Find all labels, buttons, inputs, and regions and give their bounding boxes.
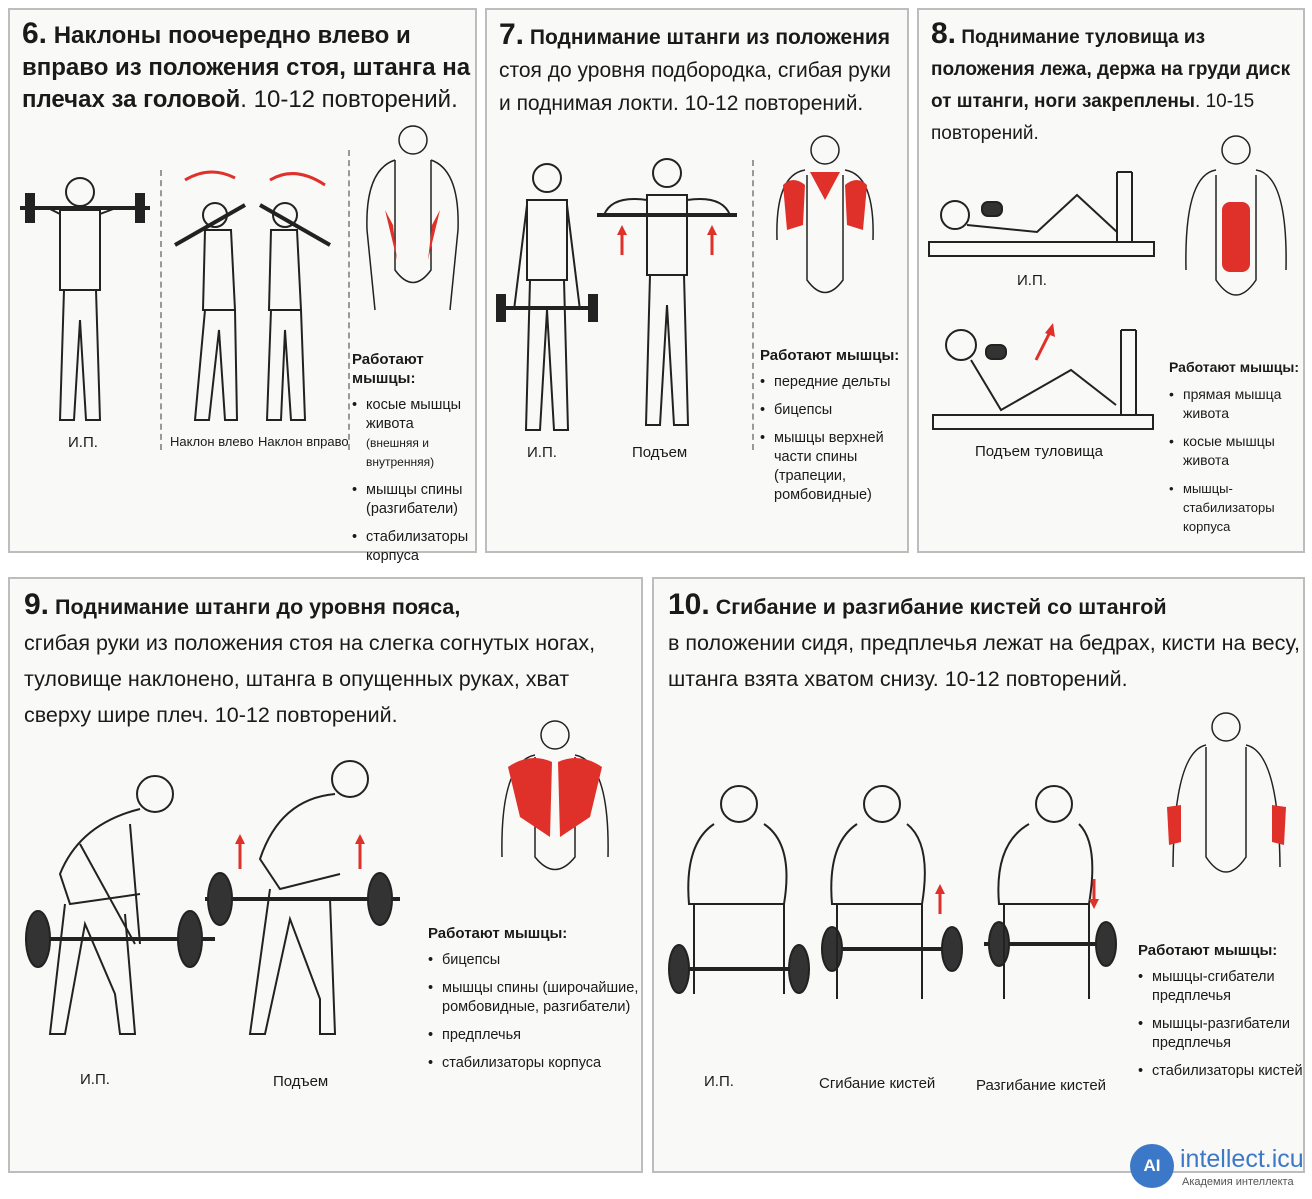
muscle-item: мышцы верхней части спины (трапеции, ром… — [760, 429, 905, 505]
exercise-8-muscles: Работают мышцы: прямая мышца живота косы… — [1169, 358, 1299, 545]
watermark-site: intellect.icu — [1180, 1145, 1304, 1173]
muscle-item: косые мышцы живота — [1169, 432, 1299, 470]
exercise-9-muscle-back — [501, 720, 609, 871]
exercise-8-title: 8. Поднимание туловища из положения лежа… — [931, 17, 1291, 145]
exercise-7-card: 7. Поднимание штанги из положения стоя д… — [485, 8, 909, 553]
exercise-8-caption-start: И.П. — [1017, 272, 1047, 289]
exercise-6-caption-left: Наклон влево — [170, 434, 254, 449]
exercise-10-caption-start: И.П. — [704, 1073, 734, 1090]
exercise-9-title: 9. Поднимание штанги до уровня пояса,сги… — [24, 588, 596, 727]
exercise-10-card: 10. Сгибание и разгибание кистей со штан… — [652, 577, 1305, 1173]
muscle-item: стабилизаторы корпуса — [428, 1054, 640, 1073]
muscle-item: передние дельты — [760, 373, 905, 392]
exercise-7-title: 7. Поднимание штанги из положения стоя д… — [499, 18, 891, 115]
exercise-6-muscles: Работают мышцы: косые мышцы живота(внешн… — [352, 350, 477, 575]
muscle-item: мышцы-сгибатели предплечья — [1138, 968, 1303, 1006]
exercise-6-figure-start — [20, 177, 150, 421]
exercise-6-caption-right: Наклон вправо — [258, 434, 349, 449]
exercise-10-figure-start — [668, 785, 810, 994]
muscle-item: мышцы спины (разгибатели) — [352, 481, 477, 519]
divider — [752, 160, 754, 450]
exercise-9-card: 9. Поднимание штанги до уровня пояса,сги… — [8, 577, 643, 1173]
exercise-6-card: 6. Наклоны поочередно влево и вправо из … — [8, 8, 477, 564]
watermark-subtitle: Академия интеллекта — [1182, 1176, 1294, 1188]
exercise-10-figure-ext — [984, 785, 1117, 999]
muscle-item: предплечья — [428, 1026, 640, 1045]
exercise-10-muscles: Работают мышцы: мышцы-сгибатели предплеч… — [1138, 941, 1303, 1090]
muscle-item: прямая мышца живота — [1169, 385, 1299, 423]
exercise-10-title: 10. Сгибание и разгибание кистей со штан… — [668, 588, 1300, 691]
divider — [348, 150, 350, 450]
exercise-7-muscles: Работают мышцы: передние дельты бицепсы … — [760, 346, 905, 514]
muscle-item: косые мышцы живота(внешняя и внутренняя) — [352, 396, 477, 472]
exercise-7-figure-start — [496, 163, 598, 431]
exercise-7-caption-lift: Подъем — [632, 444, 688, 461]
exercise-10-muscle-front — [1167, 712, 1286, 873]
exercise-7-figure-lift — [597, 158, 737, 426]
exercise-7-muscle-front — [776, 135, 874, 294]
exercise-9-figure-start — [25, 775, 215, 1035]
exercise-9-figure-row — [205, 760, 400, 1035]
exercise-9-caption-row: Подъем — [273, 1073, 329, 1090]
exercise-9-muscles: Работают мышцы: бицепсы мышцы спины (шир… — [428, 924, 640, 1082]
divider — [160, 170, 162, 450]
exercise-8-caption-situp: Подъем туловища — [975, 443, 1103, 460]
exercise-8-card: 8. Поднимание туловища из положения лежа… — [917, 8, 1305, 553]
muscle-item: бицепсы — [760, 401, 905, 420]
exercise-6-muscle-back — [366, 125, 459, 311]
exercise-8-figure-start — [928, 171, 1155, 257]
exercise-7-caption-start: И.П. — [527, 444, 557, 461]
exercise-10-caption-flex: Сгибание кистей — [819, 1075, 936, 1092]
muscle-item: стабилизаторы корпуса — [352, 528, 477, 566]
watermark-logo[interactable]: AI intellect.icu Академия интеллекта — [1130, 1140, 1310, 1195]
exercise-9-caption-start: И.П. — [80, 1071, 110, 1088]
exercise-6-caption-start: И.П. — [68, 434, 98, 451]
muscle-item: бицепсы — [428, 951, 640, 970]
exercise-10-caption-ext: Разгибание кистей — [976, 1077, 1107, 1094]
muscle-item: мышцы-разгибатели предплечья — [1138, 1015, 1303, 1053]
exercise-8-figure-situp — [932, 323, 1154, 430]
exercise-6-figure-bends — [174, 170, 331, 421]
exercise-6-title: 6. Наклоны поочередно влево и вправо из … — [22, 17, 471, 114]
exercise-10-figure-flex — [821, 785, 963, 999]
logo-icon: AI — [1130, 1144, 1174, 1188]
muscle-item: стабилизаторы кистей — [1138, 1062, 1303, 1081]
exercise-8-muscle-front — [1185, 135, 1287, 296]
muscle-item: мышцы-стабилизаторы корпуса — [1169, 479, 1299, 536]
muscle-item: мышцы спины (широчайшие, ромбовидные, ра… — [428, 979, 640, 1017]
